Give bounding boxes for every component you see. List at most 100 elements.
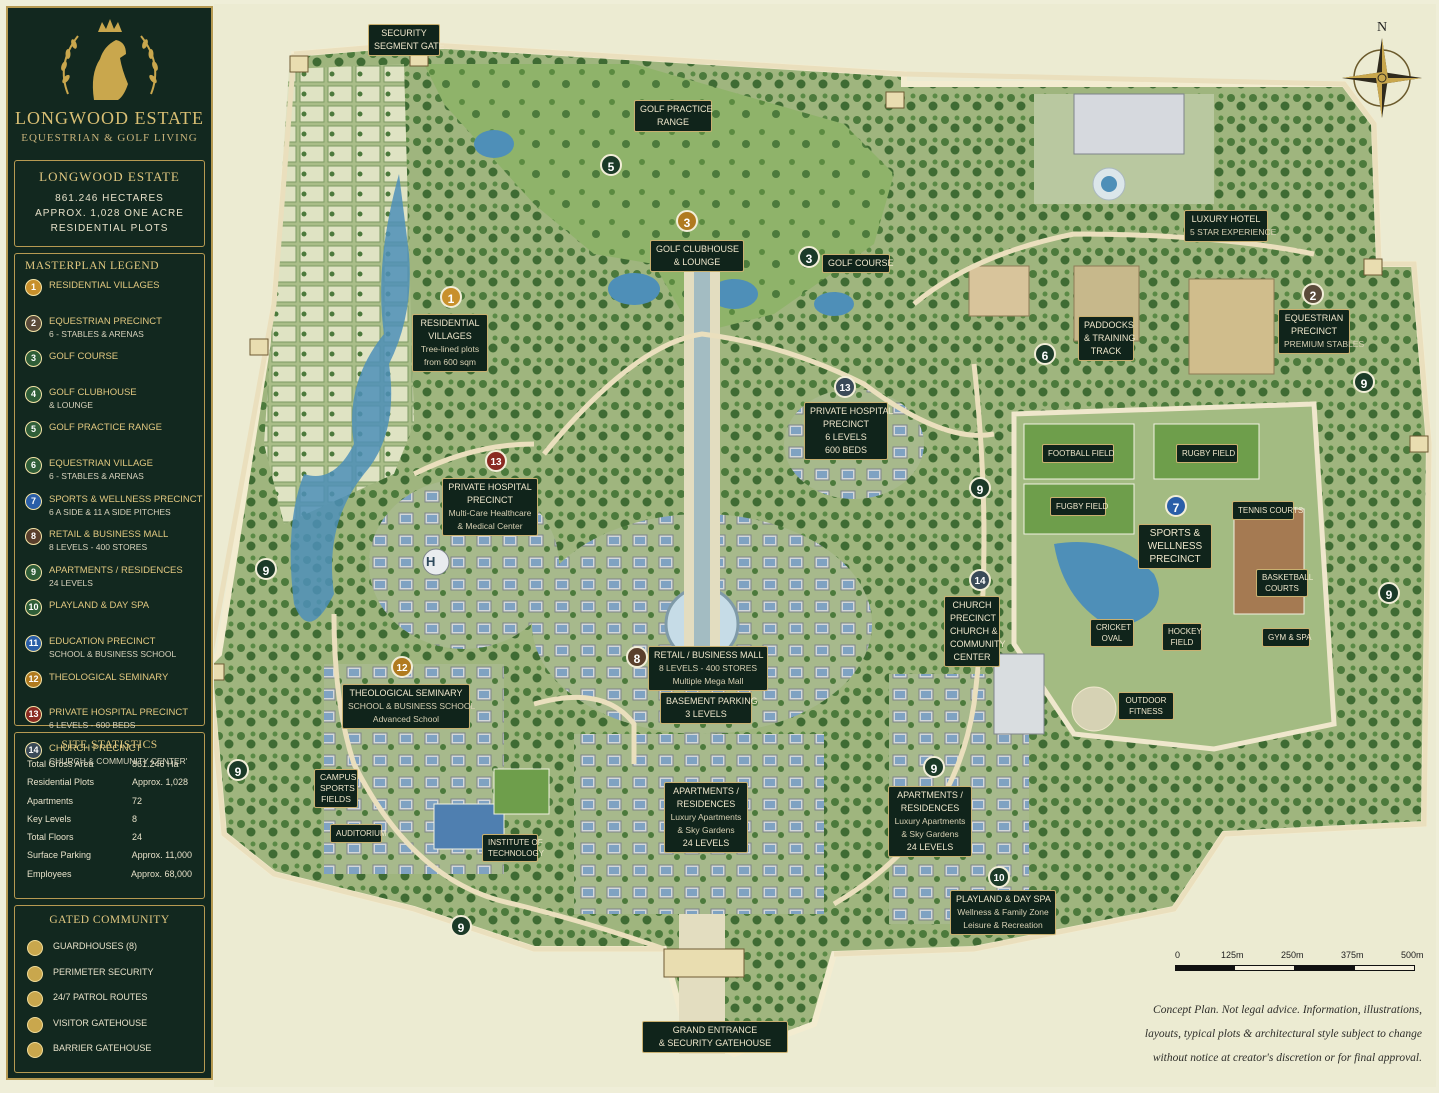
marker-7[interactable]: 7 (1165, 495, 1187, 517)
label-line: PRECINCT (466, 495, 513, 505)
gated-emblem-icon (27, 1042, 43, 1059)
gated-item: 24/7 PATROL ROUTES (15, 985, 204, 1011)
scale-tick-label: 125m (1221, 950, 1244, 960)
luxury-hotel-label[interactable]: LUXURY HOTEL 5 STAR EXPERIENCE (1184, 210, 1276, 242)
label-line: FIELD (1170, 638, 1194, 647)
marker-14[interactable]: 14 (969, 569, 991, 591)
hospital-west-label[interactable]: PRIVATE HOSPITAL PRECINCT Multi-Care Hea… (442, 478, 538, 536)
auditorium-label[interactable]: AUDITORIUM (330, 824, 387, 843)
tennis-courts-label[interactable]: TENNIS COURTS (1232, 501, 1303, 520)
hockey-field-label[interactable]: HOCKEY FIELD (1162, 623, 1202, 651)
brand-name: LONGWOOD ESTATE (14, 108, 205, 128)
marker-3b[interactable]: 3 (798, 246, 820, 268)
brand-tagline: EQUESTRIAN & GOLF LIVING (21, 132, 198, 144)
marker-9[interactable]: 9 (255, 558, 277, 580)
apartments-center-label[interactable]: APARTMENTS / RESIDENCES Luxury Apartment… (664, 782, 748, 853)
marker-9[interactable]: 9 (969, 477, 991, 499)
golf-course-label[interactable]: GOLF COURSE (822, 254, 894, 273)
scale-bar-segments (1175, 965, 1415, 971)
legend-number-badge: 8 (25, 528, 42, 546)
stat-value: 72 (132, 795, 143, 806)
marker-9[interactable]: 9 (1378, 582, 1400, 604)
marker-9[interactable]: 9 (227, 759, 249, 781)
gated-item: PERIMETER SECURITY (15, 960, 204, 986)
stat-key: Key Levels (27, 813, 72, 824)
marker-9[interactable]: 9 (450, 915, 472, 937)
grand-entrance-label[interactable]: GRAND ENTRANCE & SECURITY GATEHOUSE (642, 1021, 788, 1053)
label-line: Wellness & Family Zone (957, 907, 1049, 917)
label-line: PREMIUM STABLES (1284, 339, 1365, 349)
gated-emblem-icon (27, 991, 43, 1008)
marker-9[interactable]: 9 (923, 756, 945, 778)
hospital-center-label[interactable]: PRIVATE HOSPITAL PRECINCT 6 LEVELS 600 B… (804, 402, 894, 460)
marker-1[interactable]: 1 (440, 286, 462, 308)
label-line: & LOUNGE (673, 257, 721, 267)
stat-key: Residential Plots (27, 777, 95, 788)
label-line: TRACK (1090, 346, 1122, 356)
marker-12[interactable]: 12 (391, 656, 413, 678)
label-line: COURTS (1265, 584, 1299, 593)
marker-3a[interactable]: 3 (676, 210, 698, 232)
basement-parking-label[interactable]: BASEMENT PARKING 3 LEVELS (660, 692, 758, 724)
label-line: 600 BEDS (824, 445, 868, 455)
campus-sports-label[interactable]: CAMPUS SPORTS FIELDS (314, 769, 358, 808)
label-line: COMMUNITY (950, 639, 1006, 649)
theological-seminary-label[interactable]: THEOLOGICAL SEMINARY SCHOOL & BUSINESS S… (342, 684, 475, 729)
label-line: GRAND ENTRANCE (672, 1025, 758, 1035)
gated-item: BARRIER GATEHOUSE (15, 1036, 204, 1062)
legend-title: MASTERPLAN LEGEND (25, 260, 160, 272)
label-line: BASEMENT PARKING (666, 696, 758, 706)
institute-label[interactable]: INSTITUTE OF TECHNOLOGY (482, 834, 544, 862)
masterplan-map[interactable]: SECURITY SEGMENT GATE GOLF PRACTICE RANG… (205, 4, 1436, 1087)
residential-villages-label[interactable]: RESIDENTIAL VILLAGES Tree-lined plots fr… (412, 314, 488, 372)
label-line: CHURCH & (950, 626, 998, 636)
compass-rose-icon: N (1340, 20, 1424, 120)
sports-wellness-label[interactable]: SPORTS & WELLNESS PRECINCT (1138, 524, 1212, 569)
stat-value: Approx. 68,000 (130, 868, 192, 879)
golf-clubhouse-label[interactable]: GOLF CLUBHOUSE & LOUNGE (650, 240, 744, 272)
marker-13-center[interactable]: 13 (834, 376, 856, 398)
legend-sublabel: SCHOOL & BUSINESS SCHOOL (49, 648, 177, 659)
scale-tick-label: 375m (1341, 950, 1364, 960)
gym-spa-label[interactable]: GYM & SPA (1262, 628, 1311, 647)
rugby-field-label[interactable]: RUGBY FIELD (1176, 444, 1238, 463)
marker-8[interactable]: 8 (626, 646, 648, 668)
outdoor-fitness-label[interactable]: OUTDOOR FITNESS (1118, 692, 1174, 720)
label-line: PRIVATE HOSPITAL (448, 482, 532, 492)
legend-number-badge: 13 (25, 706, 42, 724)
label-line: Tree-lined plots (420, 344, 480, 354)
paddocks-label[interactable]: PADDOCKS & TRAINING TRACK (1078, 316, 1135, 361)
security-gate-label[interactable]: SECURITY SEGMENT GATE (368, 24, 445, 56)
marker-13-west[interactable]: 13 (485, 450, 507, 472)
sidebar-panel: LONGWOOD ESTATE EQUESTRIAN & GOLF LIVING… (6, 6, 213, 1080)
playland-label[interactable]: PLAYLAND & DAY SPA Wellness & Family Zon… (950, 890, 1056, 935)
marker-9[interactable]: 9 (1353, 371, 1375, 393)
note-line: Concept Plan. Not legal advice. Informat… (1153, 1004, 1422, 1016)
cricket-oval-label[interactable]: CRICKET OVAL (1090, 619, 1134, 647)
apartments-east-label[interactable]: APARTMENTS / RESIDENCES Luxury Apartment… (888, 786, 972, 857)
info-line: RESIDENTIAL PLOTS (50, 223, 169, 234)
fugby-field-label[interactable]: FUGBY FIELD (1050, 497, 1108, 516)
info-line: 861.246 HECTARES (55, 193, 164, 204)
golf-practice-label[interactable]: GOLF PRACTICE RANGE (634, 100, 713, 132)
gated-box: GATED COMMUNITY GUARDHOUSES (8)PERIMETER… (14, 905, 205, 1073)
football-field-label[interactable]: FOOTBALL FIELD (1042, 444, 1114, 463)
basketball-courts-label[interactable]: BASKETBALL COURTS (1256, 569, 1313, 597)
retail-mall-label[interactable]: RETAIL / BUSINESS MALL 8 LEVELS - 400 ST… (648, 646, 768, 691)
legend-sublabel: & LOUNGE (49, 399, 93, 410)
marker-5[interactable]: 5 (600, 154, 622, 176)
marker-2[interactable]: 2 (1302, 283, 1324, 305)
label-line: Leisure & Recreation (963, 920, 1043, 930)
equestrian-precinct-label[interactable]: EQUESTRIAN PRECINCT PREMIUM STABLES (1278, 309, 1365, 354)
marker-10[interactable]: 10 (988, 866, 1010, 888)
church-precinct-label[interactable]: CHURCH PRECINCT CHURCH & COMMUNITY CENTE… (944, 596, 1006, 667)
marker-6[interactable]: 6 (1034, 343, 1056, 365)
